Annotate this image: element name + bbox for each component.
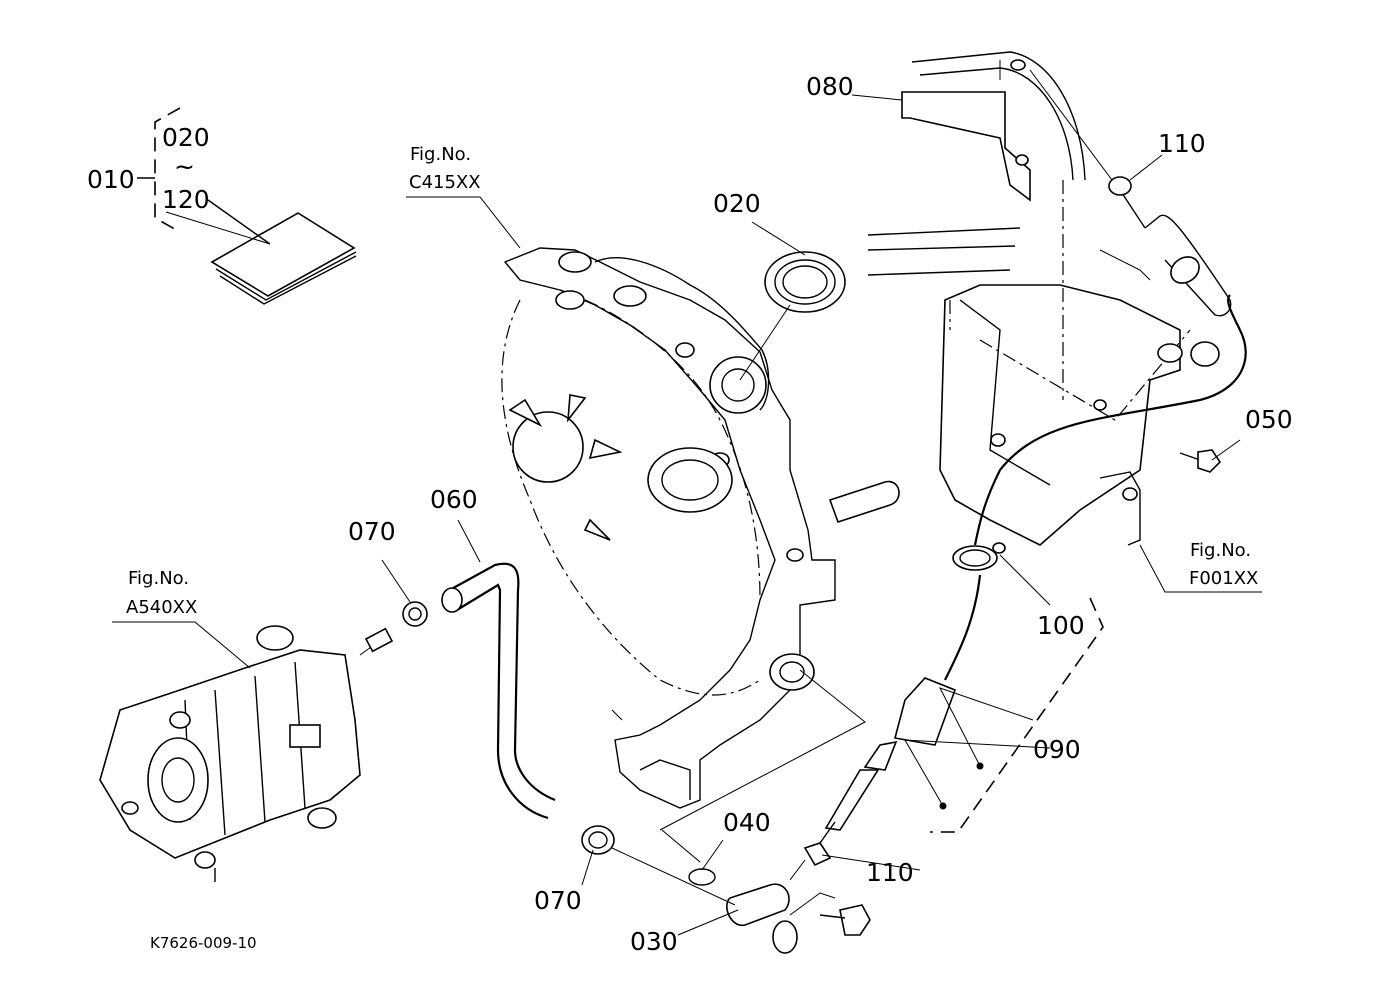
bolt-part: [1179, 449, 1222, 473]
callout-030: 030: [630, 927, 678, 956]
fig-ref-a540-code: A540XX: [126, 597, 197, 618]
fig-ref-f001: Fig.No. F001XX: [1189, 540, 1258, 589]
fitting-part: [359, 627, 394, 656]
frame-drawing: [867, 180, 1220, 546]
callout-090: 090: [1033, 735, 1081, 764]
o-ring-part: [661, 829, 716, 886]
gear-case-drawing: [501, 247, 900, 809]
fig-ref-f001-label: Fig.No.: [1190, 540, 1251, 561]
callout-120: 120: [162, 185, 210, 214]
cable-fitting-lower: [789, 821, 836, 881]
callout-110-lower: 110: [866, 858, 914, 887]
callout-010: 010: [87, 165, 135, 194]
kit-bracket-group: [137, 107, 181, 233]
fig-ref-c415: Fig.No. C415XX: [409, 144, 481, 193]
manual-booklet-icon: [207, 199, 357, 305]
joint-part: [611, 847, 871, 954]
callout-080: 080: [806, 72, 854, 101]
fig-ref-f001-code: F001XX: [1189, 568, 1258, 589]
callout-050: 050: [1245, 405, 1293, 434]
alternator-drawing: [99, 625, 361, 882]
callout-060: 060: [430, 485, 478, 514]
cable-clamp-part: [952, 542, 1006, 571]
leader-lines: [112, 94, 1262, 936]
oil-seal-part: [764, 251, 846, 313]
callout-020-range-start: 020: [162, 123, 210, 152]
document-id: K7626-009-10: [150, 934, 257, 952]
callout-070-lower: 070: [534, 886, 582, 915]
hose-part: [441, 562, 556, 820]
hose-clamp-lower: [581, 825, 615, 855]
fig-ref-a540: Fig.No. A540XX: [126, 568, 197, 618]
callout-range-tilde: ~: [174, 152, 195, 181]
fig-ref-c415-label: Fig.No.: [410, 144, 471, 165]
callout-labels: 010 020 ~ 120 020 080 110 050 060 070 10…: [87, 72, 1293, 956]
fig-ref-c415-code: C415XX: [409, 172, 481, 193]
hose-clamp-upper: [402, 601, 428, 627]
callout-100: 100: [1037, 611, 1085, 640]
callout-110-upper: 110: [1158, 129, 1206, 158]
fig-ref-a540-label: Fig.No.: [128, 568, 189, 589]
callout-020: 020: [713, 189, 761, 218]
group-bracket-090: [930, 597, 1104, 833]
leader-dot-group: [939, 762, 984, 810]
sensor-cable-part: [824, 69, 1247, 831]
bracket-drawing: [901, 51, 1086, 202]
callout-040: 040: [723, 808, 771, 837]
callout-070-upper: 070: [348, 517, 396, 546]
